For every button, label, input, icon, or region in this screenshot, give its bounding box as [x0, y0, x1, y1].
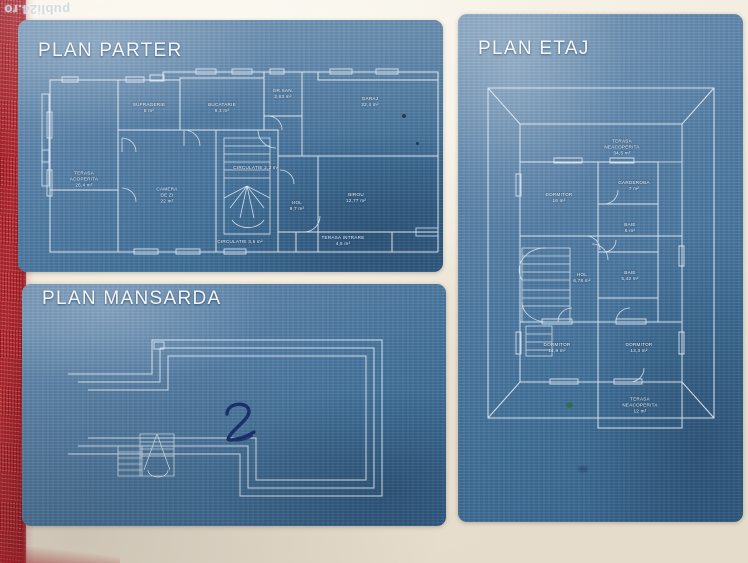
room-label-baie-1: BAIE 6 m² [624, 221, 636, 233]
room-label-baie-2: BAIE 5,42 m² [621, 269, 639, 281]
room-label-terasa-intrare: TERASA INTRARE 4,5 m² [321, 234, 365, 246]
room-label-terasa-neacoperita-2: TERASA NEACOPERITA 12 m² [622, 396, 658, 415]
room-label-bucatarie: BUCATARIE 9,3 m² [208, 101, 236, 113]
room-label-dormitor-1: DORMITOR 16 m² [545, 191, 573, 203]
plan-etaj-panel: PLAN ETAJ TERASA NEACOPERITA 34,5 m² DOR… [458, 14, 743, 522]
room-label-hol: HOL 9,7 m² [289, 199, 305, 211]
room-label-dormitor-3: DORMITOR 13,3 m² [625, 341, 653, 353]
room-label-garaj: GARAJ 22,4 m² [361, 95, 379, 107]
room-label-terasa-acoperita: TERASA ACOPERITA 26,4 m² [69, 170, 99, 189]
room-label-terasa-neacoperita-1: TERASA NEACOPERITA 34,5 m² [604, 138, 640, 157]
room-label-camera-de-zi: CAMERA DE ZI 22 m² [156, 186, 178, 205]
room-label-circulatie-2: CIRCULATIE 3,5 m² [217, 238, 263, 244]
room-label-garderoba: GARDEROBA 7 m² [618, 179, 650, 191]
watermark-publi24: publi24.ro [4, 2, 71, 17]
carpet-bottom-shadow [0, 547, 120, 563]
plan-etaj-drawing [458, 14, 743, 522]
plan-parter-panel: PLAN PARTER TERASA ACOPERITA 26,4 m² SUF… [18, 20, 443, 272]
room-label-sufragerie: SUFRAGERIE 8 m² [132, 101, 166, 113]
room-label-hol-etaj: HOL 6,78 m² [573, 271, 591, 283]
room-label-birou: BIROU 12,77 m² [345, 191, 367, 203]
room-label-gr-san: GR.SAN. 2,63 m² [272, 87, 294, 99]
plan-parter-title: PLAN PARTER [38, 40, 183, 61]
plan-mansarda-drawing [22, 284, 446, 526]
room-label-dormitor-2: DORMITOR 14,9 m² [543, 341, 571, 353]
plan-parter-drawing [18, 20, 443, 272]
plan-mansarda-title: PLAN MANSARDA [42, 288, 222, 309]
room-label-circulatie-1: CIRCULATIE 2,3 m² [233, 164, 279, 170]
handwritten-mark-2 [225, 402, 256, 442]
plan-etaj-title: PLAN ETAJ [478, 38, 590, 59]
